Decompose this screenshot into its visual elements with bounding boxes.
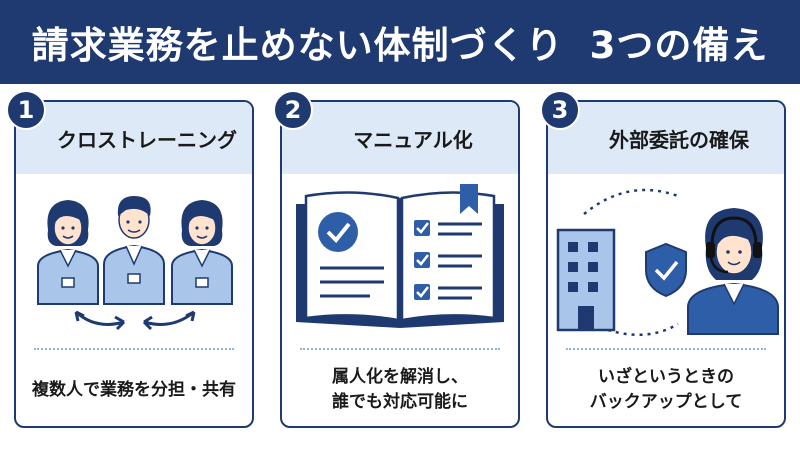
card-2-desc-line-2: 誰でも対応可能に (332, 392, 468, 412)
card-3-desc-line-1: いざというときの (598, 367, 734, 388)
card-3-number-badge: 3 (540, 90, 580, 130)
card-2-title: マニュアル化 (353, 127, 473, 152)
card-3-desc-line-2: バックアップとして (589, 392, 743, 412)
card-1-header: クロストレーニング (16, 102, 252, 174)
header-banner: 請求業務を止めない体制づくり 3つの備え (0, 0, 800, 84)
card-outsourcing: 外部委託の確保 いざというときの バックアップとして (546, 100, 786, 428)
card-3-header: 外部委託の確保 (548, 102, 784, 174)
card-1-title: クロストレーニング (57, 127, 237, 152)
card-1-divider (34, 348, 234, 350)
page-title: 請求業務を止めない体制づくり (31, 24, 564, 67)
card-cross-training: クロストレーニング (14, 100, 254, 428)
manual-book-icon (296, 184, 504, 328)
card-2-number-badge: 2 (273, 90, 313, 130)
card-1-desc-line-1: 複数人で業務を分担・共有 (32, 379, 236, 400)
card-2-description: 属人化を解消し、 誰でも対応可能に (288, 358, 512, 422)
card-2-header: マニュアル化 (282, 102, 518, 174)
page-subtitle: 3つの備え (589, 24, 769, 67)
outsourcing-support-icon (556, 188, 779, 336)
card-2-divider (300, 348, 500, 350)
card-3-divider (566, 348, 766, 350)
card-1-description: 複数人で業務を分担・共有 (22, 358, 246, 422)
card-3-title: 外部委託の確保 (609, 127, 749, 152)
card-manualization: マニュアル化 属人化を解消し、 誰でも対応可能に (280, 100, 520, 428)
card-3-description: いざというときの バックアップとして (554, 358, 778, 422)
card-2-desc-line-1: 属人化を解消し、 (332, 367, 468, 388)
three-people-rotation-icon (37, 196, 233, 331)
card-1-number-badge: 1 (6, 90, 46, 130)
